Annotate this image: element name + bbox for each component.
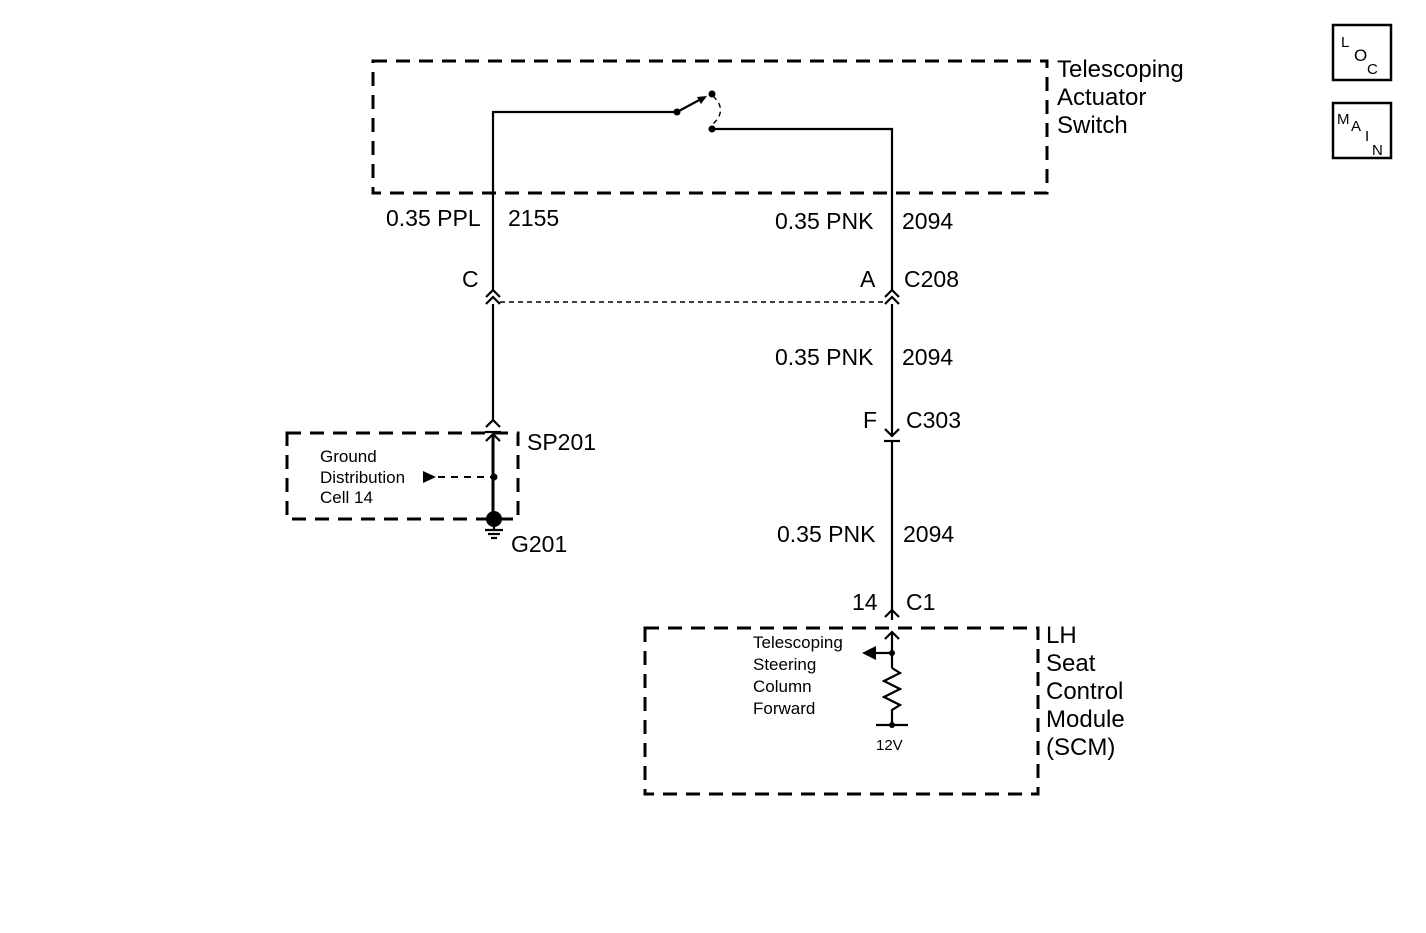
- pullup-resistor-icon: [881, 667, 903, 725]
- switch-blade: [676, 97, 704, 113]
- wire-right-mid-gauge-color: 0.35 PNK: [775, 344, 874, 370]
- connector-c303: F C303: [863, 407, 961, 443]
- ground-g201: G201: [511, 531, 567, 557]
- svg-text:Telescoping: Telescoping: [753, 633, 843, 652]
- svg-text:A: A: [1351, 118, 1361, 135]
- switch-outline: [371, 59, 1049, 195]
- signal-arrow-icon: [862, 646, 876, 660]
- wire-right-bottom-circuit: 2094: [903, 521, 954, 547]
- wire-left-gauge-color: 0.35 PPL: [386, 205, 481, 231]
- wire-right-top-gauge-color: 0.35 PNK: [775, 208, 874, 234]
- wire-right-mid-pnk: 0.35 PNK 2094: [775, 304, 953, 436]
- c208-pin-c: C: [462, 266, 479, 292]
- switch-name-line2: Actuator: [1057, 84, 1146, 111]
- wire-left-circuit: 2155: [508, 205, 559, 231]
- svg-text:C: C: [1367, 61, 1378, 78]
- svg-text:L: L: [1341, 34, 1349, 51]
- connector-c208: C A C208: [462, 266, 959, 305]
- c1-pin-14: 14: [852, 589, 878, 615]
- wire-right-top-pnk: 0.35 PNK 2094: [775, 193, 953, 290]
- loc-icon[interactable]: L O C: [1331, 23, 1393, 82]
- ground-distribution-cell: Ground Distribution Cell 14 G201: [285, 431, 567, 557]
- main-icon[interactable]: M A I N: [1331, 101, 1393, 160]
- svg-text:Distribution: Distribution: [320, 468, 405, 487]
- svg-text:Column: Column: [753, 677, 812, 696]
- connector-c1: 14 C1: [852, 589, 935, 618]
- svg-text:Ground: Ground: [320, 447, 377, 466]
- svg-text:Cell 14: Cell 14: [320, 488, 373, 507]
- wire-right-mid-circuit: 2094: [902, 344, 953, 370]
- switch-left-wire: [491, 110, 677, 193]
- svg-text:Control: Control: [1046, 678, 1123, 705]
- wire-left-ppl: 0.35 PPL 2155: [386, 193, 559, 290]
- svg-text:(SCM): (SCM): [1046, 734, 1115, 761]
- wire-right-bottom-pnk: 0.35 PNK 2094: [777, 441, 954, 620]
- svg-text:O: O: [1354, 46, 1367, 65]
- c208-name: C208: [904, 266, 959, 292]
- lh-seat-control-module: LH Seat Control Module (SCM) Telescoping…: [643, 622, 1125, 796]
- ground-point: [486, 511, 502, 527]
- wire-left-ground: SP201: [485, 304, 596, 518]
- ground-cell-outline: [285, 431, 520, 521]
- switch-blade-arrow: [697, 96, 707, 104]
- svg-text:Steering: Steering: [753, 655, 816, 674]
- splice-sp201: SP201: [527, 429, 596, 455]
- scm-outline: [643, 626, 1040, 796]
- switch-name-line3: Switch: [1057, 112, 1128, 139]
- c208-pin-a: A: [860, 266, 876, 292]
- c303-name: C303: [906, 407, 961, 433]
- svg-text:N: N: [1372, 142, 1383, 159]
- ground-symbol-icon: [485, 526, 503, 540]
- c1-name: C1: [906, 589, 935, 615]
- switch-right-wire: [712, 127, 894, 193]
- svg-text:Seat: Seat: [1046, 650, 1096, 677]
- svg-text:Module: Module: [1046, 706, 1125, 733]
- svg-text:LH: LH: [1046, 622, 1077, 649]
- telescoping-actuator-switch: Telescoping Actuator Switch: [371, 56, 1184, 195]
- supply-voltage: 12V: [876, 737, 903, 754]
- wire-right-top-circuit: 2094: [902, 208, 953, 234]
- wire-right-bottom-gauge-color: 0.35 PNK: [777, 521, 876, 547]
- c303-pin-f: F: [863, 407, 877, 433]
- ground-cell-arrow-icon: [423, 471, 436, 483]
- svg-text:M: M: [1337, 111, 1350, 128]
- svg-text:I: I: [1365, 128, 1369, 145]
- switch-mechanical-link: [712, 95, 722, 125]
- switch-name-line1: Telescoping: [1057, 56, 1184, 83]
- svg-text:Forward: Forward: [753, 699, 815, 718]
